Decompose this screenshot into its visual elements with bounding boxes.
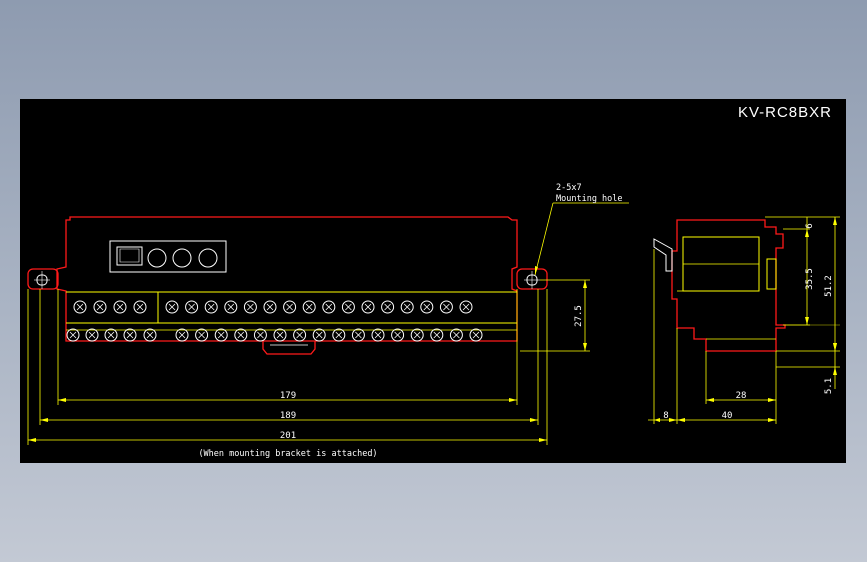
terminal-screw-upper-17 [400, 300, 414, 314]
connector-circle-2 [172, 248, 192, 268]
terminal-screw-lower-10 [253, 328, 267, 342]
terminal-screw-upper-14 [341, 300, 355, 314]
terminal-screw-lower-20 [449, 328, 463, 342]
terminal-screw-upper-4 [133, 300, 147, 314]
drawing-title: KV-RC8BXR [738, 104, 832, 121]
dim-8: 8 [663, 411, 668, 421]
left-mounting-ear [27, 268, 59, 290]
terminal-screw-lower-7 [195, 328, 209, 342]
hole-label: Mounting hole [556, 194, 623, 204]
side-dimensions: 6 35.5 51.2 5.1 28 8 40 [648, 216, 840, 424]
terminal-screw-lower-17 [391, 328, 405, 342]
terminal-screw-upper-9 [243, 300, 257, 314]
terminal-screw-lower-16 [371, 328, 385, 342]
terminal-screw-lower-5 [143, 328, 157, 342]
terminal-screw-lower-13 [312, 328, 326, 342]
side-body-outline [671, 219, 786, 352]
terminal-screw-upper-15 [361, 300, 375, 314]
terminal-screw-upper-16 [381, 300, 395, 314]
hole-spec: 2-5x7 [556, 183, 582, 193]
dim-35-5: 35.5 [805, 268, 815, 290]
side-view [653, 219, 786, 352]
front-body-outline [56, 216, 518, 342]
dim-189: 189 [280, 411, 296, 421]
terminal-screw-lower-3 [104, 328, 118, 342]
terminal-screw-upper-6 [185, 300, 199, 314]
terminal-screw-lower-21 [469, 328, 483, 342]
terminal-screw-upper-11 [283, 300, 297, 314]
dim-5-1: 5.1 [824, 378, 834, 394]
bracket-note: (When mounting bracket is attached) [198, 449, 377, 459]
terminal-screw-lower-9 [234, 328, 248, 342]
dim-179: 179 [280, 391, 296, 401]
dim-27-5: 27.5 [574, 305, 584, 327]
dim-51-2: 51.2 [824, 275, 834, 297]
terminal-screw-upper-5 [165, 300, 179, 314]
terminal-screw-lower-15 [351, 328, 365, 342]
terminal-screw-upper-3 [113, 300, 127, 314]
terminal-screw-lower-12 [293, 328, 307, 342]
terminal-screw-upper-2 [93, 300, 107, 314]
terminal-screw-upper-12 [302, 300, 316, 314]
terminal-screw-lower-1 [66, 328, 80, 342]
terminal-screw-lower-18 [410, 328, 424, 342]
terminal-screw-lower-8 [214, 328, 228, 342]
terminal-row-lower [66, 328, 483, 342]
dim-6: 6 [805, 223, 815, 228]
terminal-screw-lower-4 [123, 328, 137, 342]
dim-28: 28 [736, 391, 747, 401]
terminal-screw-upper-20 [459, 300, 473, 314]
connector-circle-1 [147, 248, 167, 268]
terminal-screw-upper-13 [322, 300, 336, 314]
terminal-screw-lower-2 [85, 328, 99, 342]
terminal-screw-lower-19 [430, 328, 444, 342]
terminal-screw-upper-1 [73, 300, 87, 314]
cad-drawing: KV-RC8BXR [20, 99, 846, 463]
connector-circle-3 [198, 248, 218, 268]
right-mounting-hole [524, 271, 540, 289]
left-mounting-hole [34, 271, 50, 289]
terminal-screw-upper-18 [420, 300, 434, 314]
terminal-screw-lower-6 [175, 328, 189, 342]
front-view [27, 216, 548, 355]
terminal-screw-upper-7 [204, 300, 218, 314]
terminal-screw-upper-10 [263, 300, 277, 314]
side-bracket [653, 238, 673, 272]
terminal-screw-upper-8 [224, 300, 238, 314]
terminal-screw-upper-19 [439, 300, 453, 314]
dim-201: 201 [280, 431, 296, 441]
din-clip [262, 341, 316, 355]
front-dimensions: 179 189 201 (When mounting bracket is at… [27, 183, 629, 459]
terminal-screw-lower-14 [332, 328, 346, 342]
terminal-screw-lower-11 [273, 328, 287, 342]
dim-40: 40 [722, 411, 733, 421]
terminal-row-upper [73, 300, 473, 314]
connector-panel [109, 240, 227, 273]
